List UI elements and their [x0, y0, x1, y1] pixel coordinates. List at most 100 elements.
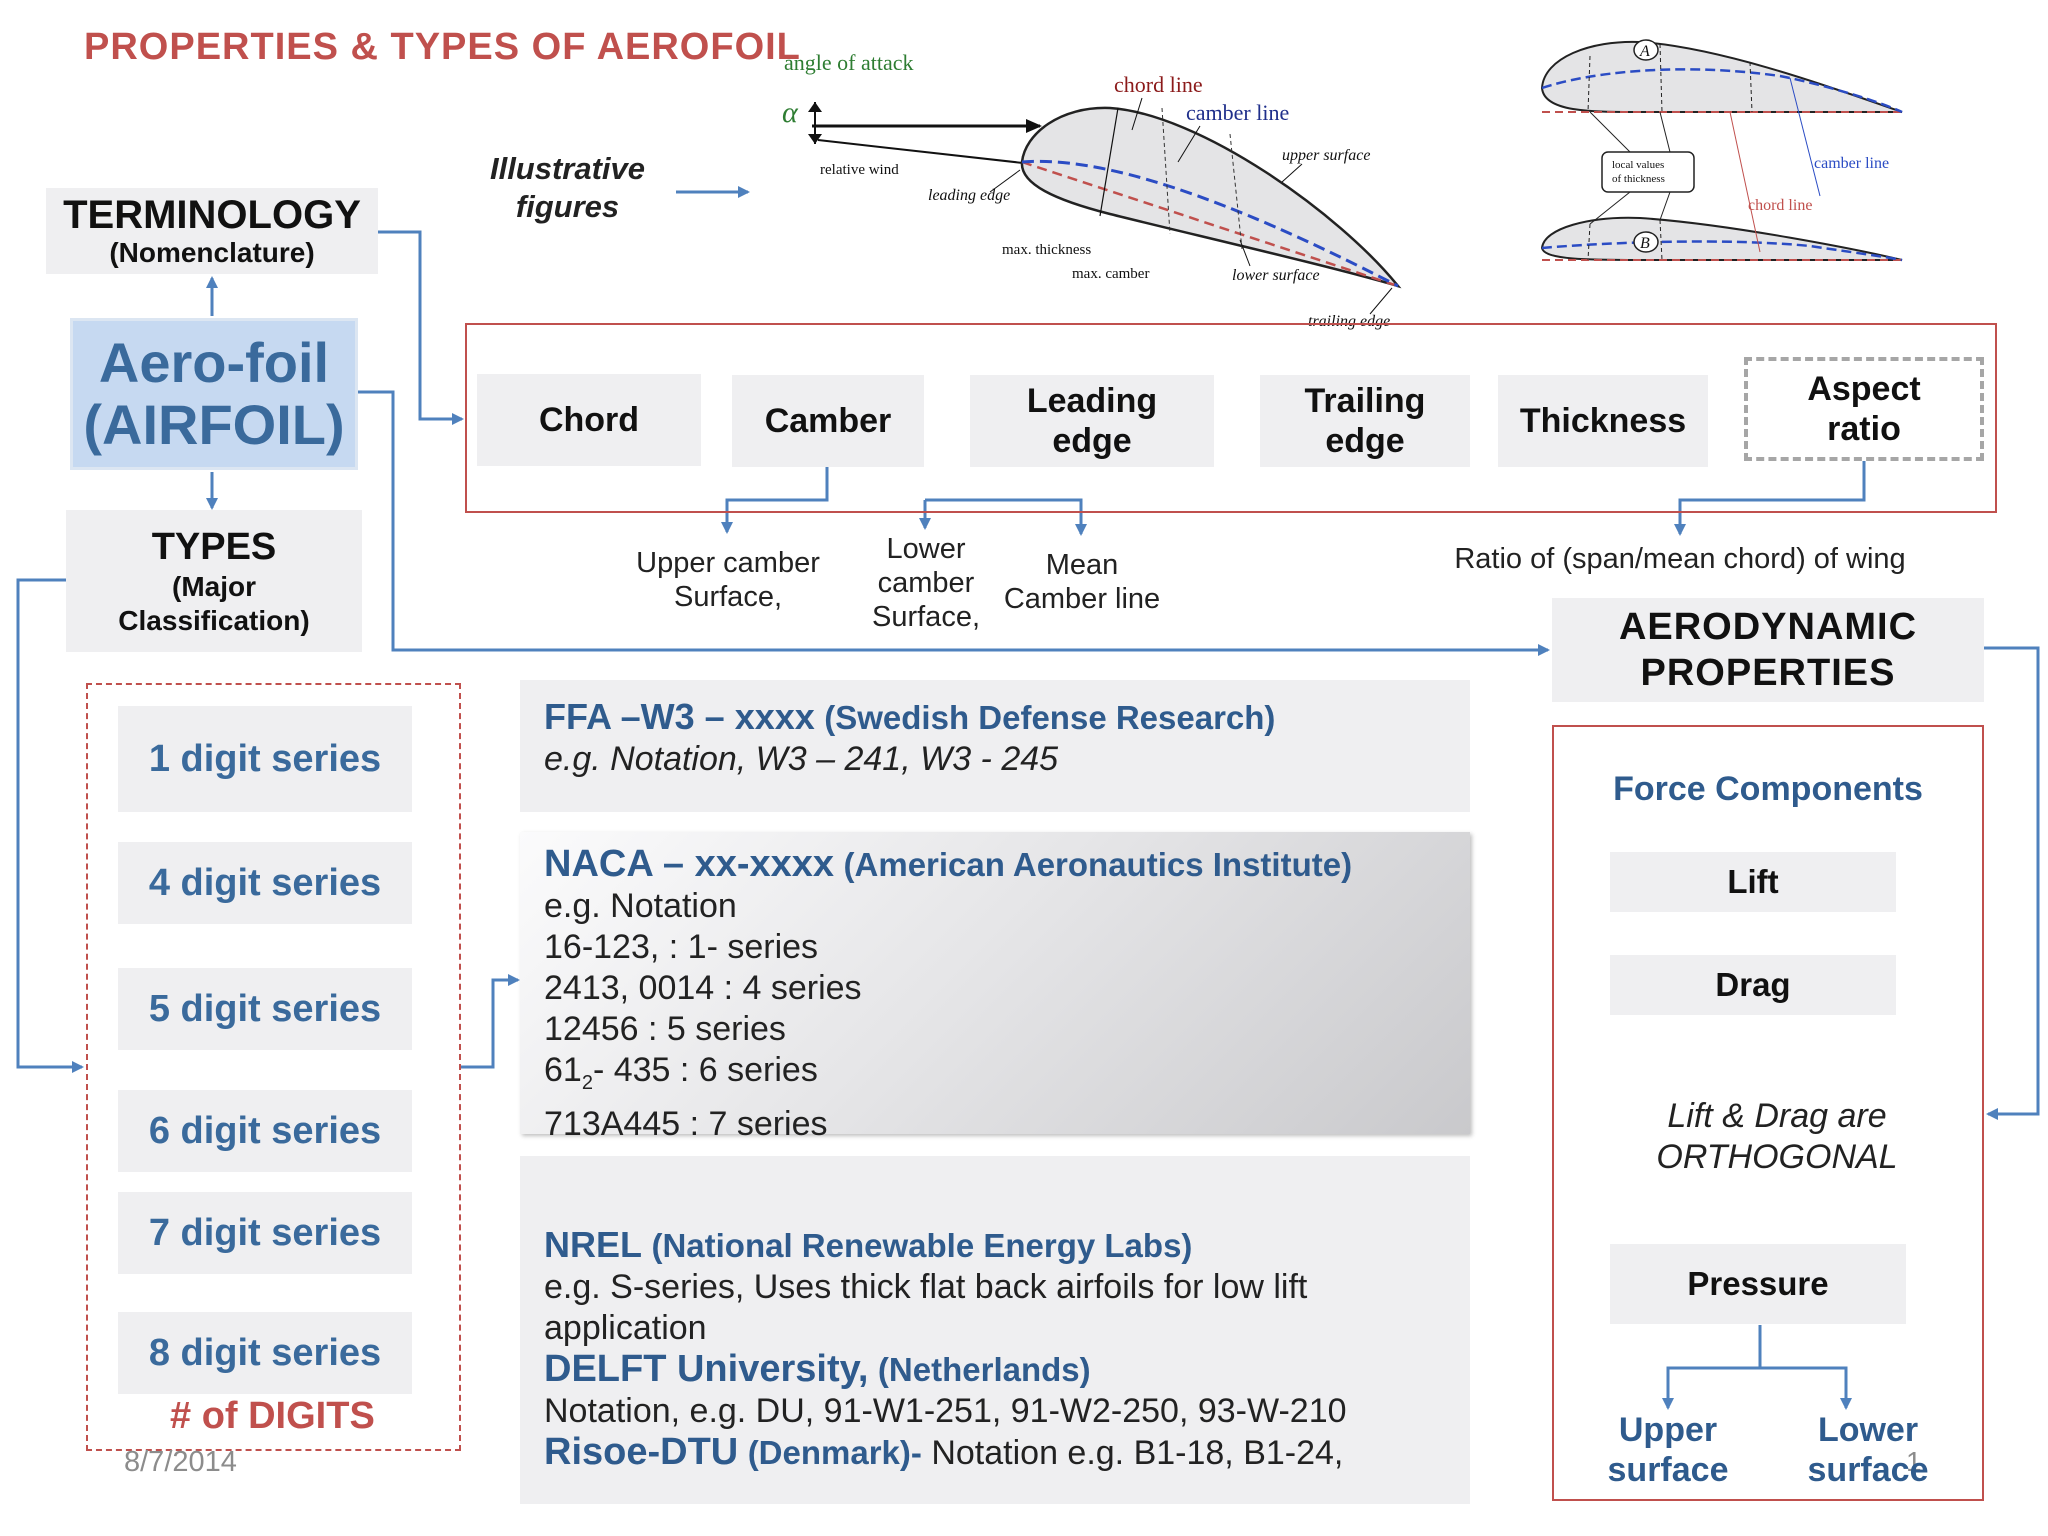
fig1-max-thickness: max. thickness: [1002, 242, 1091, 258]
ffa-org: (Swedish Defense Research): [824, 699, 1276, 736]
aerofoil-line-1: Aero-foil: [98, 331, 330, 394]
fig1-lower-surface: lower surface: [1232, 267, 1320, 284]
illustrative-line-2: figures: [515, 189, 620, 224]
digit-series-6: 6 digit series: [118, 1090, 412, 1172]
digit-series-7: 7 digit series: [118, 1192, 412, 1274]
delft-name: DELFT University,: [544, 1348, 869, 1390]
naca-line-4: 12456 : 5 series: [544, 1010, 786, 1048]
digit-series-box: [86, 683, 461, 1451]
term-chord: Chord: [477, 374, 701, 466]
ffa-name: FFA –W3 – xxxx: [544, 696, 815, 737]
lower-surface-label: Lower surface: [1790, 1410, 1946, 1490]
nrel-name: NREL: [544, 1224, 642, 1265]
lower-surface-2: surface: [1807, 1451, 1929, 1489]
drag-box: Drag: [1610, 955, 1896, 1015]
terminology-items-box: [465, 323, 1997, 513]
term-leading-edge-2: edge: [1052, 422, 1132, 460]
term-aspect-ratio-1: Aspect: [1807, 370, 1921, 408]
orthogonal-line-2: ORTHOGONAL: [1656, 1138, 1898, 1176]
term-leading-edge: Leading edge: [970, 375, 1214, 467]
fig1-relative-wind: relative wind: [820, 162, 899, 178]
fig1-leading-edge: leading edge: [928, 187, 1010, 204]
naca-61-sub: 2: [581, 1071, 593, 1094]
upper-surface-1: Upper: [1618, 1411, 1718, 1449]
fig2-local-values-2: of thickness: [1612, 173, 1665, 185]
lower-camber-surface-label: Lower camber Surface,: [858, 532, 994, 634]
naca-61: 61: [544, 1051, 582, 1089]
slide-date: 8/7/2014: [124, 1446, 237, 1478]
force-components-title: Force Components: [1613, 770, 1923, 808]
terminology-subtitle: (Nomenclature): [109, 237, 315, 268]
nrel-example-1: e.g. S-series, Uses thick flat back airf…: [544, 1268, 1308, 1306]
orthogonal-line-1: Lift & Drag are: [1667, 1097, 1887, 1135]
aerodynamic-line-1: AERODYNAMIC: [1618, 606, 1918, 648]
fig1-trailing-edge: trailing edge: [1308, 313, 1390, 330]
fig2-label-a: A: [1639, 43, 1650, 60]
pressure-box: Pressure: [1610, 1244, 1906, 1324]
naca-name: NACA – xx-xxxx: [544, 843, 835, 885]
types-box: TYPES (Major Classification): [66, 510, 362, 652]
aerofoil-box: Aero-foil (AIRFOIL): [70, 318, 358, 470]
orthogonal-note: Lift & Drag are ORTHOGONAL: [1612, 1096, 1942, 1178]
nrel-org: (National Renewable Energy Labs): [651, 1227, 1193, 1264]
upper-surface-label: Upper surface: [1590, 1410, 1746, 1490]
airfoil-nomenclature-figure: angle of attack α relative wind chord li…: [782, 50, 1402, 330]
page-number: 1: [1906, 1446, 1922, 1477]
fig2-camber-line: camber line: [1814, 155, 1889, 172]
aerodynamic-line-2: PROPERTIES: [1640, 652, 1896, 694]
force-components-box: [1552, 725, 1984, 1501]
mean-camber-2: Camber line: [1003, 583, 1161, 615]
lift-box: Lift: [1610, 852, 1896, 912]
page-title: PROPERTIES & TYPES OF AEROFOIL: [84, 26, 801, 68]
naca-line-2: 16-123, : 1- series: [544, 928, 819, 966]
digit-series-5: 5 digit series: [118, 968, 412, 1050]
upper-camber-2: Surface,: [674, 581, 782, 613]
digits-label: # of DIGITS: [170, 1395, 375, 1437]
aspect-ratio-definition: Ratio of (span/mean chord) of wing: [1454, 543, 1906, 575]
naca-line-6: 713A445 : 7 series: [544, 1104, 828, 1143]
term-trailing-edge: Trailing edge: [1260, 375, 1470, 467]
delft-org: (Netherlands): [877, 1351, 1091, 1388]
delft-example: Notation, e.g. DU, 91-W1-251, 91-W2-250,…: [544, 1392, 1347, 1430]
term-camber: Camber: [732, 375, 924, 467]
naca-line-5: 612- 435 : 6 series: [544, 1050, 1470, 1104]
lower-surface-1: Lower: [1817, 1411, 1919, 1449]
lower-camber-1: Lower: [886, 533, 966, 565]
nrel-example-2: application: [544, 1309, 707, 1347]
naca-line-3: 2413, 0014 : 4 series: [544, 969, 862, 1007]
upper-surface-2: surface: [1607, 1451, 1729, 1489]
digit-series-8: 8 digit series: [118, 1312, 412, 1394]
term-leading-edge-1: Leading: [1026, 382, 1158, 420]
naca-line-1: e.g. Notation: [544, 887, 737, 925]
fig1-camber-line: camber line: [1186, 100, 1289, 125]
upper-camber-surface-label: Upper camber Surface,: [616, 546, 840, 614]
term-aspect-ratio: Aspect ratio: [1744, 357, 1984, 461]
digit-series-4: 4 digit series: [118, 842, 412, 924]
fig2-label-b: B: [1640, 235, 1650, 252]
fig1-chord-line: chord line: [1114, 72, 1203, 97]
fig1-max-camber: max. camber: [1072, 266, 1149, 282]
lower-camber-3: Surface,: [872, 601, 980, 633]
fig2-local-values-1: local values: [1612, 159, 1664, 171]
types-subtitle-2: Classification): [118, 605, 310, 636]
illustrative-line-1: Illustrative: [489, 151, 646, 186]
lower-camber-2: camber: [877, 567, 975, 599]
term-thickness: Thickness: [1498, 375, 1708, 467]
term-trailing-edge-1: Trailing: [1304, 382, 1426, 420]
naca-61-rest: - 435 : 6 series: [592, 1051, 818, 1089]
digit-series-1: 1 digit series: [118, 706, 412, 812]
term-trailing-edge-2: edge: [1325, 422, 1405, 460]
risoe-name: Risoe-DTU: [544, 1431, 739, 1473]
fig2-chord-line: chord line: [1748, 197, 1812, 214]
aerofoil-line-2: (AIRFOIL): [83, 393, 345, 456]
naca-org: (American Aeronautics Institute): [843, 846, 1353, 883]
upper-camber-1: Upper camber: [636, 547, 820, 579]
fig1-upper-surface: upper surface: [1282, 147, 1370, 164]
types-subtitle-1: (Major: [172, 571, 256, 602]
risoe-org: (Denmark)-: [747, 1434, 922, 1471]
illustrative-figures-label: Illustrative figures: [480, 150, 655, 226]
terminology-box: TERMINOLOGY (Nomenclature): [46, 188, 378, 274]
mean-camber-line-label: Mean Camber line: [990, 548, 1174, 616]
fig1-alpha: α: [782, 96, 799, 129]
